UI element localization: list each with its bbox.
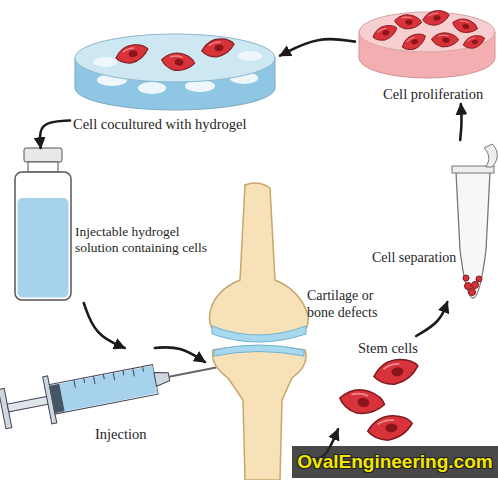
graduation (74, 380, 76, 388)
dish-edge (359, 32, 360, 58)
tube-lid (484, 144, 497, 167)
cell (422, 10, 450, 27)
graduation (103, 374, 105, 379)
step-label: Cartilage or bone defects (307, 288, 397, 321)
vial-liquid (18, 198, 69, 298)
cell (367, 414, 414, 441)
graduation (142, 367, 144, 372)
vial (15, 148, 71, 300)
cell (371, 23, 399, 43)
cell-pellet (463, 275, 469, 281)
vial-cap (24, 148, 62, 162)
syringe-rod (7, 396, 50, 412)
illustration-node: Injectable hydrogel solution containing … (12, 148, 217, 303)
step-label: Stem cells (358, 340, 418, 357)
cell (114, 42, 150, 65)
centrifuge-tube (452, 144, 497, 298)
cell (201, 37, 236, 58)
hydrogel-blob (238, 51, 262, 61)
flow-arrow (84, 303, 125, 348)
illustration-node: Cell proliferation (355, 0, 498, 104)
illustration-node: Injection (0, 348, 215, 443)
flow-arrow (280, 39, 355, 56)
graduation (113, 372, 115, 380)
dish-gel (75, 34, 275, 82)
flow-arrow (40, 121, 70, 148)
graduation (83, 378, 85, 383)
syringe-plunger (50, 384, 65, 413)
flow-arrow (460, 104, 461, 140)
cell (337, 385, 387, 419)
illustration-node: Cartilage or bone defects (205, 185, 313, 480)
graduation (93, 376, 95, 384)
syringe (0, 344, 221, 433)
vial-neck (28, 162, 58, 172)
cell (462, 34, 487, 50)
cartilage (212, 326, 306, 342)
petri-dish-pink (359, 10, 495, 78)
cell (393, 12, 422, 31)
step-label: Injectable hydrogel solution containing … (75, 224, 223, 256)
petri-dish-blue (75, 34, 275, 110)
cell (400, 31, 429, 53)
syringe-hub (154, 370, 170, 386)
illustration-node: Cell cocultured with hydrogel (70, 22, 280, 134)
cell (160, 50, 196, 74)
vial-body (15, 172, 71, 300)
stem-cells (337, 357, 420, 442)
illustration-node: Cell separation (368, 140, 496, 302)
cell (451, 15, 480, 37)
flow-arrow (416, 302, 447, 336)
cell-pellet (476, 276, 482, 282)
cartilage (214, 345, 304, 356)
hydrogel-blob (138, 82, 166, 94)
knee-joint (210, 183, 309, 480)
tube-body (456, 172, 490, 298)
step-label: Cell separation (372, 250, 456, 267)
graduation (133, 368, 135, 376)
graduation (122, 370, 124, 375)
syringe-liquid (59, 366, 158, 412)
femur (210, 183, 309, 336)
cell (431, 31, 460, 49)
cell-pellet (469, 289, 476, 296)
step-label: Cell proliferation (383, 86, 483, 103)
dish-edge (75, 58, 76, 88)
step-label: Cell cocultured with hydrogel (73, 116, 247, 133)
dish-edge (275, 58, 276, 88)
cell (372, 357, 420, 387)
step-label: Injection (95, 426, 147, 443)
illustration-node: Stem cells (338, 336, 430, 442)
syringe-needle (169, 368, 216, 377)
dish-edge (495, 32, 496, 58)
syringe-barrel (49, 365, 158, 414)
flow-arrow (155, 347, 205, 362)
watermark: OvalEngineering.com (292, 446, 498, 478)
hydrogel-blob (93, 57, 117, 67)
cell-pellet (472, 282, 479, 289)
